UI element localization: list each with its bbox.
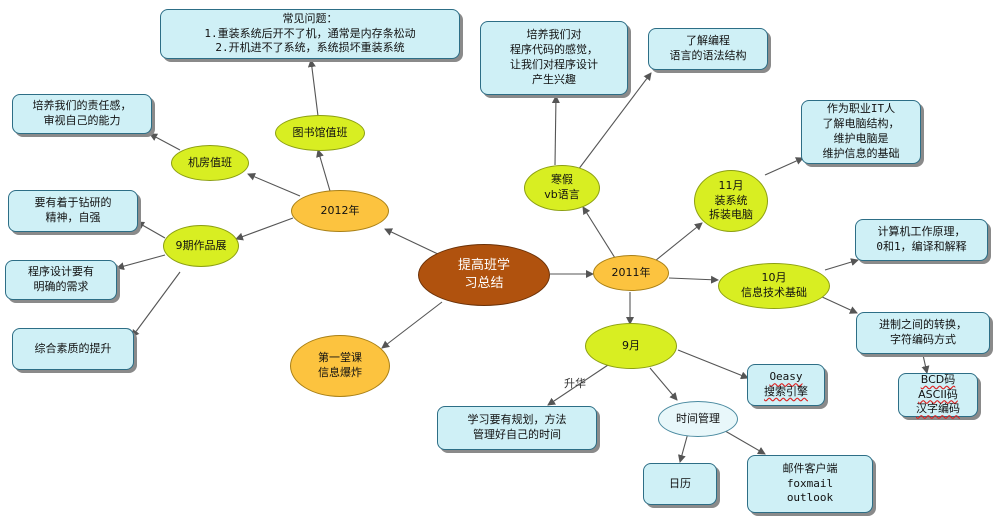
box-plan-time: 学习要有规划，方法 管理好自己的时间: [437, 406, 597, 450]
node-october: 10月 信息技术基础: [718, 263, 830, 309]
oeasy-text: Oeasy 搜索引擎: [764, 370, 808, 398]
edge-october-principle: [824, 258, 859, 271]
root-node: 提高班学 习总结: [418, 244, 550, 306]
edge-2012-library: [316, 149, 331, 192]
edge-machineroom-responsibility: [149, 133, 181, 151]
node-november: 11月 装系统 拆装电脑: [694, 170, 768, 232]
node-machine-room-duty: 机房值班: [171, 145, 249, 181]
edge-works-requirements: [116, 254, 166, 271]
box-computer-principle: 计算机工作原理， 0和1，编译和解释: [855, 219, 988, 261]
edge-time-calendar: [678, 432, 689, 463]
edge-2011-october: [668, 275, 719, 284]
edge-conversion-encodings: [921, 354, 930, 374]
encodings-text: BCD码 ASCII码 汉字编码: [916, 372, 960, 416]
edge-root-2012: [384, 228, 441, 256]
edge-works-quality: [131, 271, 181, 338]
box-comprehensive-quality: 综合素质的提升: [12, 328, 134, 370]
edge-2012-machineroom: [247, 173, 301, 197]
box-code-feeling: 培养我们对 程序代码的感觉， 让我们对程序设计 产生兴趣: [480, 21, 628, 95]
box-library-problem: 常见问题： 1.重装系统后开不了机，通常是内存条松动 2.开机进不了系统，系统损…: [160, 9, 460, 59]
box-clear-requirements: 程序设计要有 明确的需求: [5, 260, 117, 300]
box-it-person: 作为职业IT人 了解电脑结构， 维护电脑是 维护信息的基础: [801, 100, 921, 164]
edge-winter-code: [551, 95, 560, 166]
node-works-exhibit: 9期作品展: [163, 225, 239, 267]
edge-works-research: [136, 221, 166, 239]
edge-root-firstclass: [381, 301, 443, 349]
edge-september-plan: [547, 364, 609, 406]
edge-time-mail: [719, 427, 766, 455]
node-first-class: 第一堂课 信息爆炸: [290, 335, 390, 397]
node-winter-vb: 寒假 vb语言: [524, 165, 600, 211]
edge-september-oeasy: [677, 349, 749, 380]
box-oeasy: Oeasy 搜索引擎: [747, 364, 825, 406]
node-time-management: 时间管理: [658, 401, 738, 437]
box-research-spirit: 要有着于钻研的 精神，自强: [8, 190, 138, 232]
edge-label-sublimation: 升华: [564, 377, 586, 390]
edge-library-problem: [307, 59, 319, 117]
node-september: 9月: [585, 323, 677, 369]
box-mail-client: 邮件客户端 foxmail outlook: [747, 455, 873, 513]
edge-september-time: [649, 367, 678, 401]
edge-winter-syntax: [577, 72, 652, 171]
node-2011: 2011年: [593, 255, 669, 291]
edge-2011-november: [649, 222, 703, 266]
box-encodings: BCD码 ASCII码 汉字编码: [898, 373, 978, 417]
box-responsibility: 培养我们的责任感， 审视自己的能力: [12, 94, 152, 134]
box-base-conversion: 进制之间的转换， 字符编码方式: [856, 312, 990, 354]
edge-2012-works: [235, 217, 294, 241]
box-calendar: 日历: [643, 463, 717, 505]
box-syntax: 了解编程 语言的语法结构: [648, 28, 768, 70]
edge-2011-winter: [582, 206, 616, 259]
node-library-duty: 图书馆值班: [275, 115, 365, 151]
edge-october-conversion: [819, 295, 858, 314]
node-2012: 2012年: [291, 190, 389, 232]
edge-november-it: [764, 157, 804, 176]
